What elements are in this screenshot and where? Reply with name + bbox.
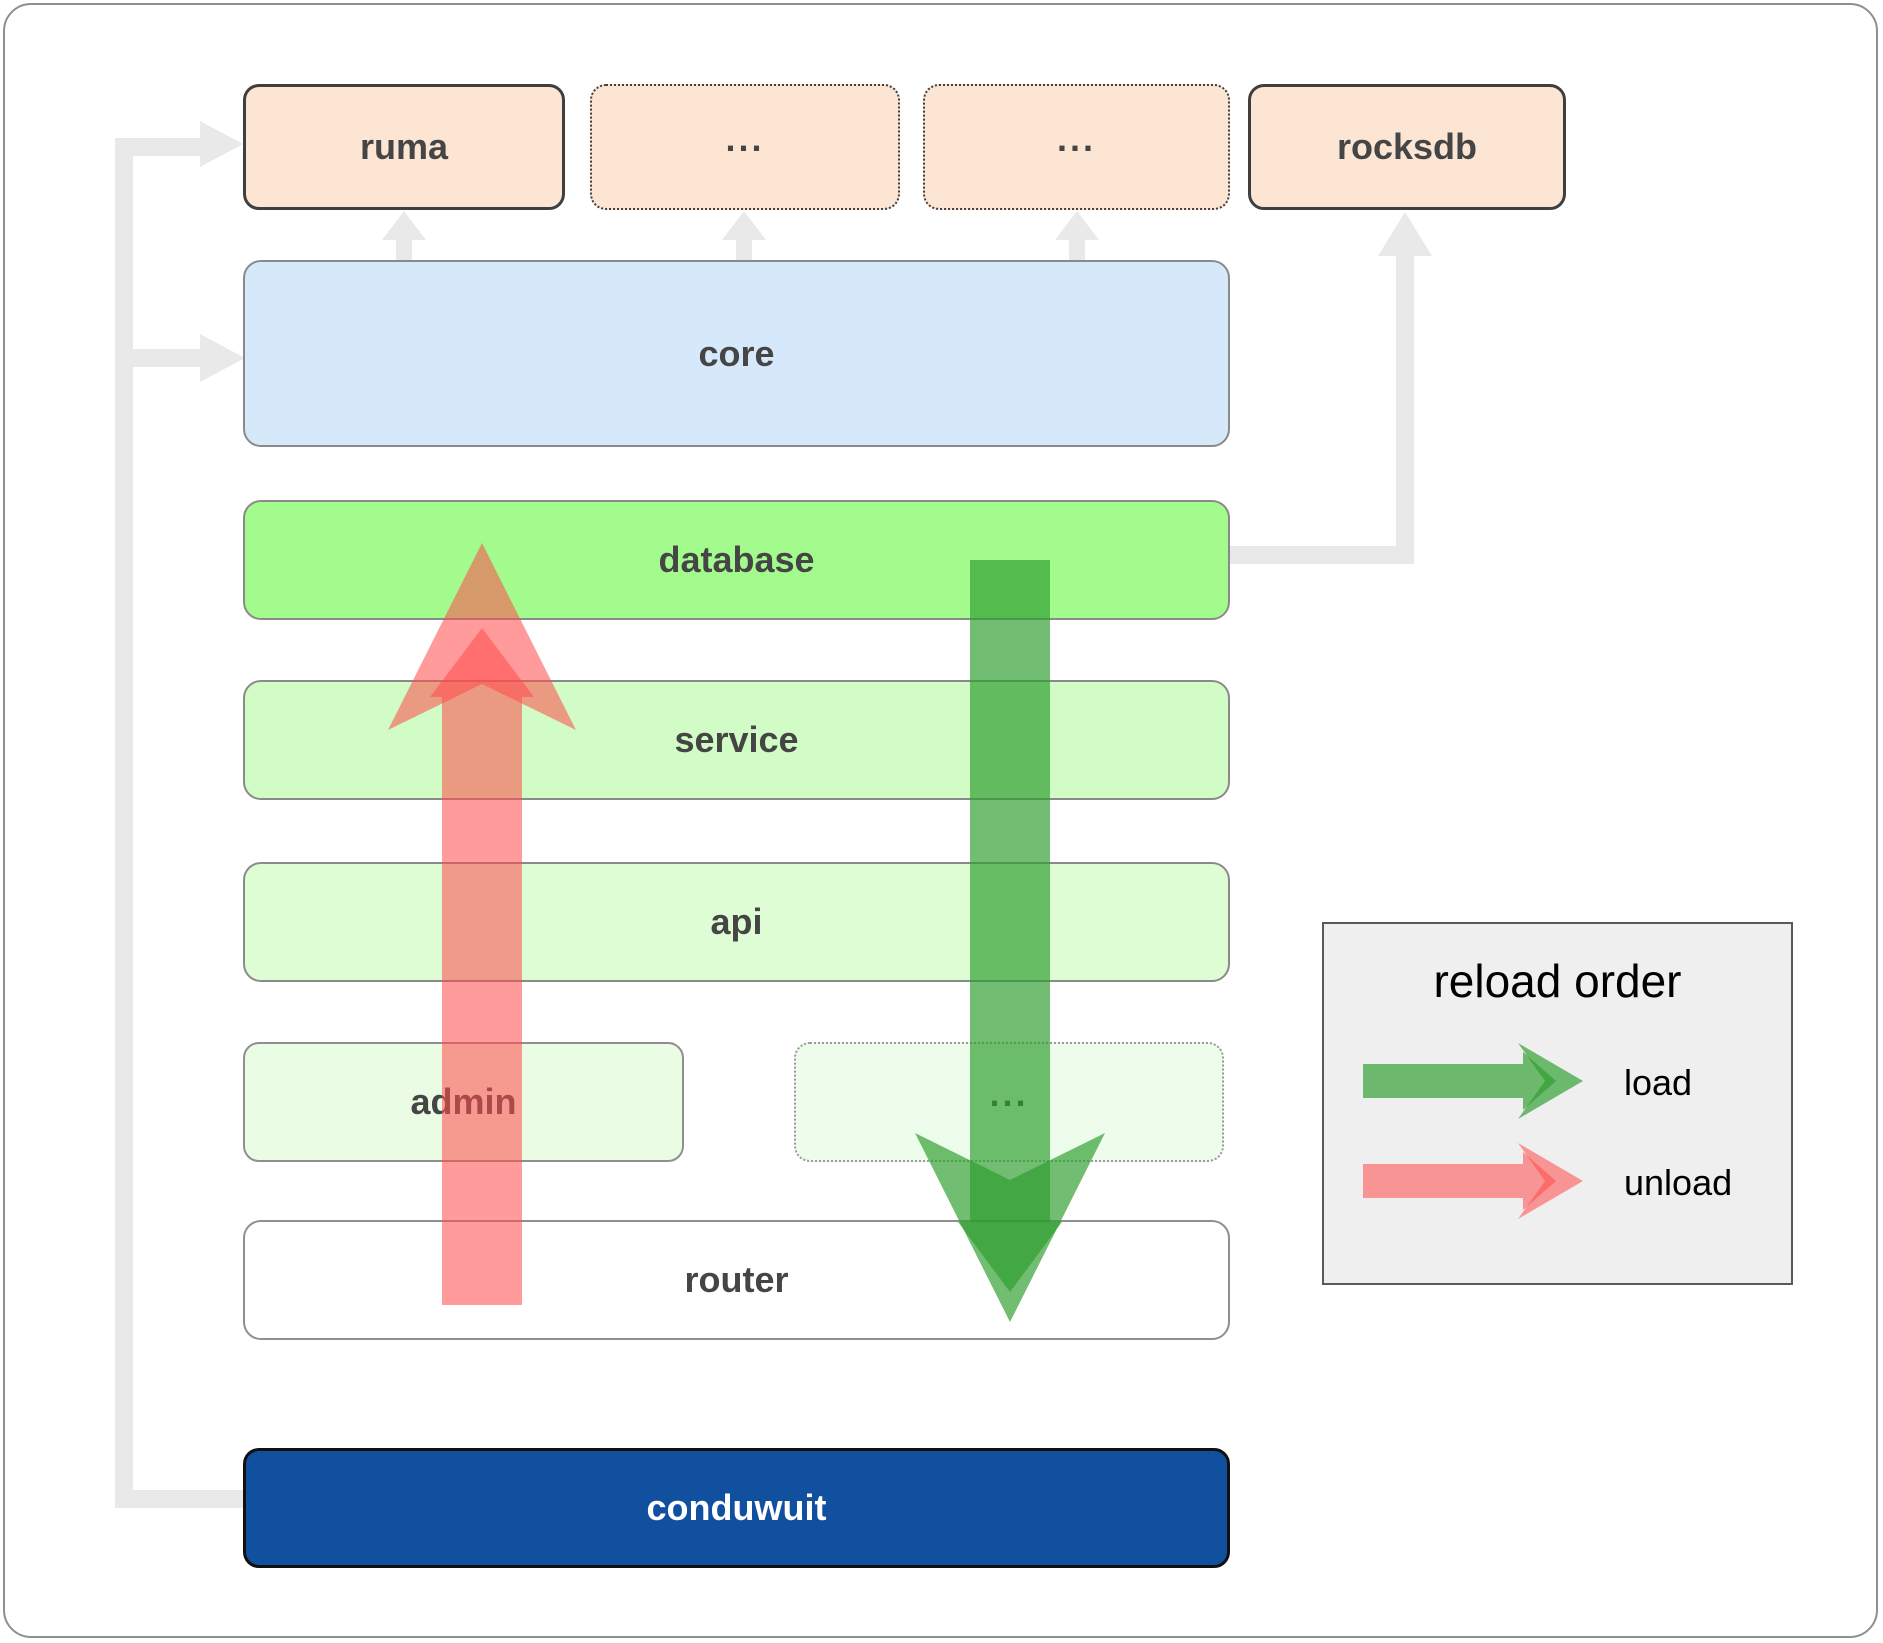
box-router-label: router [684, 1259, 789, 1300]
box-service-label: service [674, 719, 799, 760]
box-ruma: ruma [243, 84, 565, 210]
legend-title: reload order [1433, 955, 1682, 1007]
box-top-dots-1-label: ... [725, 118, 765, 159]
box-api: api [243, 862, 1230, 982]
box-top-dots-1: ... [590, 84, 900, 210]
box-api-label: api [710, 901, 763, 942]
box-conduwuit-label: conduwuit [646, 1487, 827, 1528]
box-top-dots-2-label: ... [1056, 118, 1096, 159]
legend-load-label: load [1624, 1062, 1693, 1103]
legend-unload-label: unload [1624, 1162, 1733, 1203]
box-rocksdb: rocksdb [1248, 84, 1566, 210]
box-service: service [243, 680, 1230, 800]
box-rocksdb-label: rocksdb [1336, 126, 1478, 167]
box-ruma-label: ruma [359, 126, 449, 167]
box-core-label: core [698, 332, 775, 374]
box-admin: admin [243, 1042, 684, 1162]
box-mid-dots-label: ... [989, 1073, 1029, 1114]
box-mid-dots: ... [794, 1042, 1224, 1162]
outer-frame [3, 3, 1878, 1638]
legend: reload order load unload [1322, 922, 1793, 1285]
box-router: router [243, 1220, 1230, 1340]
box-top-dots-2: ... [923, 84, 1230, 210]
box-admin-label: admin [410, 1081, 517, 1122]
box-database: database [243, 500, 1230, 620]
box-core: core [243, 260, 1230, 447]
box-conduwuit: conduwuit [243, 1448, 1230, 1568]
box-database-label: database [658, 539, 815, 580]
